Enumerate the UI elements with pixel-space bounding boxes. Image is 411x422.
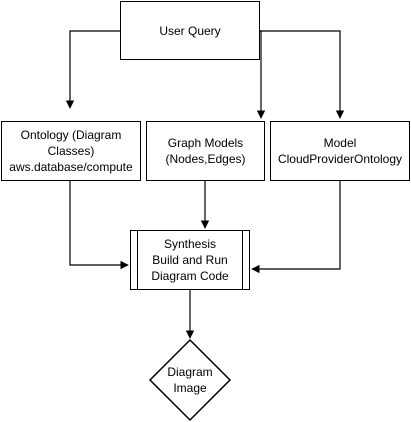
edge-model-to-synthesis [251, 181, 341, 274]
node-model: Model CloudProviderOntology [270, 121, 410, 181]
edge-query-to-graph-models [256, 30, 266, 119]
node-diagram-image-line-1: Diagram [167, 365, 213, 379]
node-user-query-line-1: User Query [159, 23, 221, 38]
node-model-line-1: Model [323, 136, 357, 150]
edge-ontology-to-synthesis [69, 181, 129, 270]
diagram-image-diamond [148, 338, 232, 422]
node-graph-models-line-1: Graph Models [167, 136, 244, 150]
node-ontology-line-3: aws.database/compute [9, 160, 133, 174]
edge-query-to-ontology [65, 30, 120, 109]
node-user-query: User Query [120, 1, 260, 60]
node-graph-models-line-2: (Nodes,Edges) [165, 152, 246, 166]
node-diagram-image-line-2: Image [173, 381, 207, 395]
node-synthesis-line-1: Synthesis [163, 237, 217, 251]
node-synthesis: Synthesis Build and Run Diagram Code [130, 230, 250, 290]
node-ontology: Ontology (Diagram Classes) aws.database/… [1, 121, 141, 181]
node-synthesis-line-2: Build and Run [152, 253, 228, 267]
node-ontology-line-1: Ontology (Diagram [20, 128, 122, 142]
node-diagram-image: Diagram Image [150, 340, 230, 420]
edge-query-to-model [260, 30, 345, 119]
node-model-line-2: CloudProviderOntology [277, 152, 403, 166]
node-graph-models: Graph Models (Nodes,Edges) [146, 121, 265, 181]
node-ontology-line-2: Classes) [47, 144, 95, 158]
node-synthesis-line-3: Diagram Code [151, 269, 229, 283]
